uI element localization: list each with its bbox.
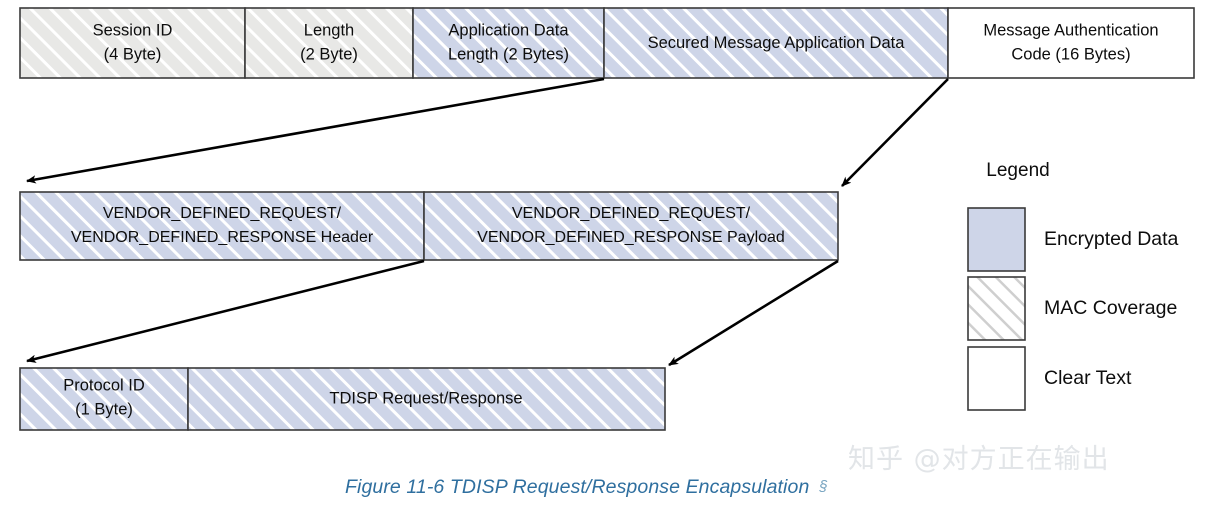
top-cell-mac-line1: Message Authentication	[983, 21, 1158, 39]
legend-swatch-clear-text	[967, 346, 1026, 411]
bottom-cell-protocol-id-line2: (1 Byte)	[75, 400, 133, 418]
top-cell-application-data-length	[412, 7, 605, 79]
bottom-row: Protocol ID (1 Byte) TDISP Request/Respo…	[19, 367, 666, 431]
figure-caption: Figure 11-6 TDISP Request/Response Encap…	[345, 476, 828, 499]
legend-title: Legend	[986, 160, 1049, 181]
middle-cell-vendor-defined-payload	[423, 191, 839, 261]
legend-label-mac-coverage: MAC Coverage	[1044, 297, 1177, 319]
top-cell-secured-message-label: Secured Message Application Data	[648, 34, 906, 52]
top-cell-length	[244, 7, 414, 79]
bottom-cell-tdisp-request-response	[187, 367, 666, 431]
bottom-cell-protocol-id	[19, 367, 189, 431]
top-cell-session-id	[19, 7, 246, 79]
top-cell-session-id-line1: Session ID	[93, 21, 173, 39]
arrow-vendor-header-to-protocol-id	[26, 259, 425, 363]
section-marker-icon: §	[819, 478, 828, 495]
legend: Legend Encrypted Data MAC Coverage Clear…	[967, 160, 1179, 411]
arrow-vendor-payload-to-tdisp-request	[668, 259, 839, 367]
top-cell-secured-message-application-data	[603, 7, 949, 79]
legend-swatch-mac-coverage	[967, 276, 1026, 341]
middle-row: VENDOR_DEFINED_REQUEST/ VENDOR_DEFINED_R…	[19, 191, 839, 261]
top-cell-session-id-line2: (4 Byte)	[104, 45, 162, 63]
figure-caption-label: Figure 11-6 TDISP Request/Response Encap…	[345, 476, 810, 498]
top-cell-mac-line2: Code (16 Bytes)	[1011, 45, 1130, 63]
arrow-mac-to-vendor-payload	[841, 78, 949, 187]
legend-label-clear-text: Clear Text	[1044, 367, 1132, 389]
arrow-secured-data-to-vendor-header	[26, 77, 605, 184]
top-cell-length-line2: (2 Byte)	[300, 45, 358, 63]
middle-cell-payload-line2: VENDOR_DEFINED_RESPONSE Payload	[477, 229, 785, 246]
top-cell-length-line1: Length	[304, 21, 354, 39]
middle-cell-vendor-defined-header	[19, 191, 425, 261]
top-cell-app-data-length-line1: Application Data	[448, 21, 569, 39]
middle-cell-header-line1: VENDOR_DEFINED_REQUEST/	[103, 205, 342, 222]
bottom-cell-tdisp-label: TDISP Request/Response	[329, 389, 522, 407]
zhihu-watermark: 知乎 @对方正在输出	[848, 444, 1110, 475]
legend-label-encrypted-data: Encrypted Data	[1044, 228, 1179, 250]
legend-swatch-encrypted-data	[967, 207, 1026, 272]
arrow-group-middle-to-bottom	[26, 259, 839, 367]
middle-cell-header-line2: VENDOR_DEFINED_RESPONSE Header	[71, 229, 374, 246]
top-cell-app-data-length-line2: Length (2 Bytes)	[448, 45, 569, 63]
middle-cell-payload-line1: VENDOR_DEFINED_REQUEST/	[512, 205, 751, 222]
top-row: Session ID (4 Byte) Length (2 Byte) Appl…	[19, 7, 1195, 79]
bottom-cell-protocol-id-line1: Protocol ID	[63, 376, 145, 394]
top-cell-message-authentication-code	[947, 7, 1195, 79]
arrow-group-top-to-middle	[26, 77, 949, 187]
